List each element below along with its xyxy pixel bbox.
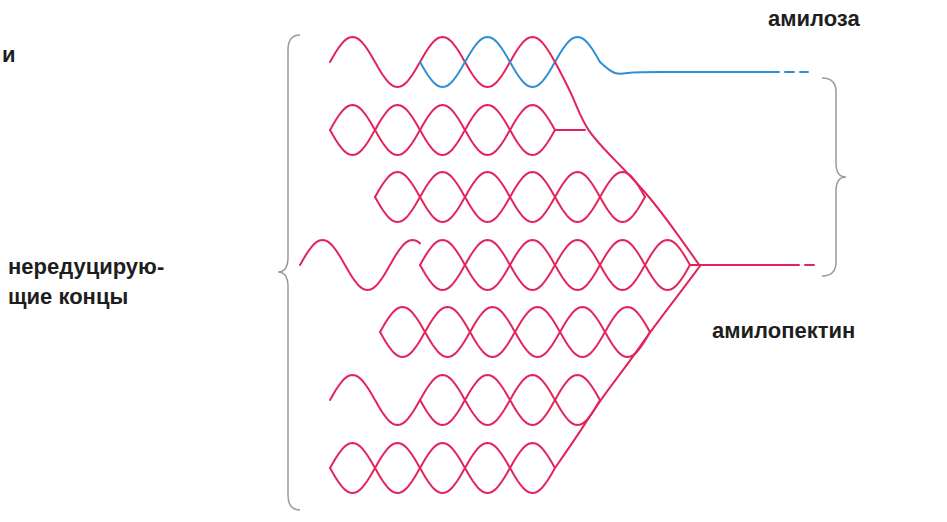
label-text: нередуцирую- щие концы: [8, 252, 186, 311]
helix-strand: [330, 105, 555, 155]
single-strand: [300, 240, 420, 290]
helix-strand: [420, 37, 555, 87]
label-text: амилопектин: [712, 316, 855, 346]
helix-strand: [420, 375, 600, 425]
amylose-strand: [420, 37, 600, 87]
label-text: амилоза: [768, 4, 860, 34]
helix-strand: [380, 307, 650, 357]
amylose-chain-continuation: [770, 71, 808, 73]
helix-strand: [420, 240, 690, 290]
amylopectin-chain: [690, 264, 790, 266]
amylopectin-chain-continuation: [790, 264, 815, 266]
helix-strand: [330, 105, 555, 155]
helix-strand: [330, 443, 555, 493]
helix-strand: [380, 307, 650, 357]
helix-strand: [420, 240, 690, 290]
branch-trunk: [555, 62, 700, 266]
amylose-chain: [600, 62, 770, 74]
label-text: и: [2, 40, 16, 70]
branch-link: [555, 129, 585, 131]
single-strand: [330, 37, 420, 87]
helix-strand: [375, 172, 645, 222]
branch-trunk: [555, 266, 700, 468]
left-brace: [278, 35, 300, 510]
right-brace: [822, 78, 846, 276]
helix-strand: [375, 172, 645, 222]
helix-strand: [330, 443, 555, 493]
single-strand: [330, 375, 420, 425]
helix-strand: [420, 375, 600, 425]
